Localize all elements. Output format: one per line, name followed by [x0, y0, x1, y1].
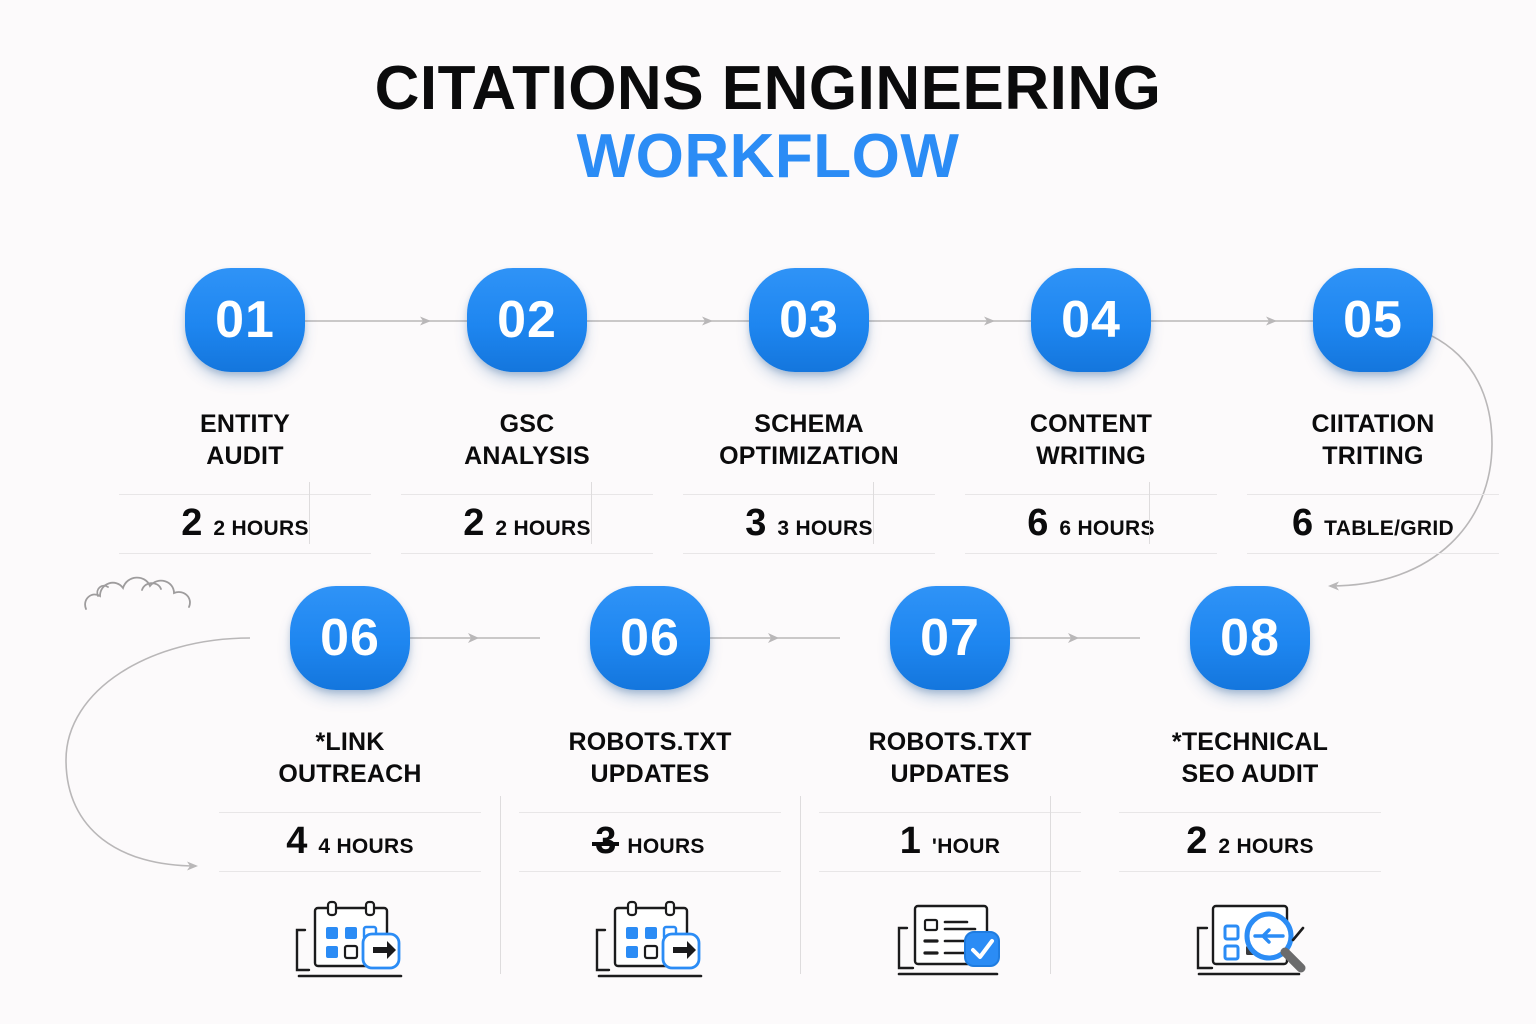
- metric-divider: [1050, 796, 1051, 974]
- step-number: 01: [215, 291, 275, 349]
- workflow-step-03[interactable]: 03 SCHEMA OPTIMIZATION 3 3 HOURS: [668, 268, 1046, 554]
- metric-divider: [800, 796, 801, 974]
- step-metric: 6 TABLE/GRID: [1247, 494, 1499, 554]
- metric-value: 3: [592, 820, 620, 862]
- step-badge-04[interactable]: 04: [1031, 268, 1151, 372]
- metric-divider: [1149, 482, 1150, 544]
- metric-value: 2: [463, 502, 485, 544]
- calendar-grid-icon: [587, 894, 713, 986]
- step-title: ROBOTS.TXT UPDATES: [568, 728, 732, 788]
- metric-label: 'HOUR: [931, 835, 1001, 858]
- step-title: ENTITY AUDIT: [199, 410, 291, 470]
- step-number: 02: [497, 291, 557, 349]
- step-title: *LINK OUTREACH: [278, 728, 422, 788]
- checklist-document-icon: [887, 894, 1013, 986]
- step-metric: 3 HOURS: [519, 812, 781, 872]
- page-title: CITATIONS ENGINEERING WORKFLOW: [0, 56, 1536, 192]
- title-line-2: WORKFLOW: [576, 122, 960, 192]
- workflow-row-1: 01 ENTITY AUDIT 2 2 HOURS 02 GSC ANALYSI…: [104, 268, 1514, 554]
- workflow-step-04[interactable]: 04 CONTENT WRITING 6 6 HOURS: [950, 268, 1328, 554]
- metric-label: 2 HOURS: [1218, 835, 1314, 858]
- metric-divider: [591, 482, 592, 544]
- step-metric: 4 4 HOURS: [219, 812, 481, 872]
- step-title: *TECHNICAL SEO AUDIT: [1171, 728, 1329, 788]
- workflow-step-08[interactable]: 08 *TECHNICAL SEO AUDIT 2 2 HOURS: [1100, 586, 1400, 986]
- step-metric: 2 2 HOURS: [119, 494, 371, 554]
- workflow-step-05[interactable]: 05 CIITATION TRITING 6 TABLE/GRID: [1232, 268, 1514, 554]
- step-title: SCHEMA OPTIMIZATION: [719, 410, 899, 470]
- metric-value: 6: [1292, 502, 1314, 544]
- workflow-step-06a[interactable]: 06 *LINK OUTREACH 4 4 HOURS: [200, 586, 500, 986]
- step-title: CONTENT WRITING: [1029, 410, 1153, 470]
- metric-value: 2: [1186, 820, 1208, 862]
- metric-label: HOURS: [627, 835, 705, 858]
- step-title: CIITATION TRITING: [1311, 410, 1435, 470]
- title-line-1: CITATIONS ENGINEERING: [374, 54, 1162, 123]
- audit-magnifier-icon: [1187, 894, 1313, 986]
- workflow-step-01[interactable]: 01 ENTITY AUDIT 2 2 HOURS: [104, 268, 482, 554]
- step-badge-01[interactable]: 01: [185, 268, 305, 372]
- step-title: ROBOTS.TXT UPDATES: [868, 728, 1032, 788]
- step-number: 05: [1343, 291, 1403, 349]
- step-metric: 6 6 HOURS: [965, 494, 1217, 554]
- metric-label: 2 HOURS: [495, 517, 591, 540]
- workflow-step-02[interactable]: 02 GSC ANALYSIS 2 2 HOURS: [386, 268, 764, 554]
- step-number: 04: [1061, 291, 1121, 349]
- step-badge-03[interactable]: 03: [749, 268, 869, 372]
- step-title: GSC ANALYSIS: [464, 410, 590, 470]
- metric-value: 3: [745, 502, 767, 544]
- metric-label: 4 HOURS: [318, 835, 414, 858]
- metric-divider: [873, 482, 874, 544]
- step-badge-02[interactable]: 02: [467, 268, 587, 372]
- cloud-doodle: [84, 576, 191, 610]
- metric-value: 1: [899, 820, 921, 862]
- step-badge-06b[interactable]: 06: [590, 586, 710, 690]
- step-badge-08[interactable]: 08: [1190, 586, 1310, 690]
- step-number: 03: [779, 291, 839, 349]
- step-number: 06: [620, 609, 680, 667]
- step-number: 07: [920, 609, 980, 667]
- step-metric: 1 'HOUR: [819, 812, 1081, 872]
- calendar-grid-icon: [287, 894, 413, 986]
- workflow-step-06b[interactable]: 06 ROBOTS.TXT UPDATES 3 HOURS: [500, 586, 800, 986]
- metric-value: 4: [286, 820, 308, 862]
- step-metric: 2 2 HOURS: [1119, 812, 1381, 872]
- workflow-row-2: 06 *LINK OUTREACH 4 4 HOURS: [200, 586, 1400, 986]
- metric-label: 3 HOURS: [777, 517, 873, 540]
- workflow-step-07[interactable]: 07 ROBOTS.TXT UPDATES 1 'HOUR: [800, 586, 1100, 986]
- step-metric: 2 2 HOURS: [401, 494, 653, 554]
- step-badge-05[interactable]: 05: [1313, 268, 1433, 372]
- step-number: 08: [1220, 609, 1280, 667]
- metric-divider: [309, 482, 310, 544]
- step-badge-07[interactable]: 07: [890, 586, 1010, 690]
- metric-label: 2 HOURS: [213, 517, 309, 540]
- step-number: 06: [320, 609, 380, 667]
- metric-label: 6 HOURS: [1059, 517, 1155, 540]
- step-metric: 3 3 HOURS: [683, 494, 935, 554]
- metric-label: TABLE/GRID: [1324, 517, 1454, 540]
- metric-value: 2: [181, 502, 203, 544]
- metric-value: 6: [1027, 502, 1049, 544]
- metric-divider: [500, 796, 501, 974]
- step-badge-06a[interactable]: 06: [290, 586, 410, 690]
